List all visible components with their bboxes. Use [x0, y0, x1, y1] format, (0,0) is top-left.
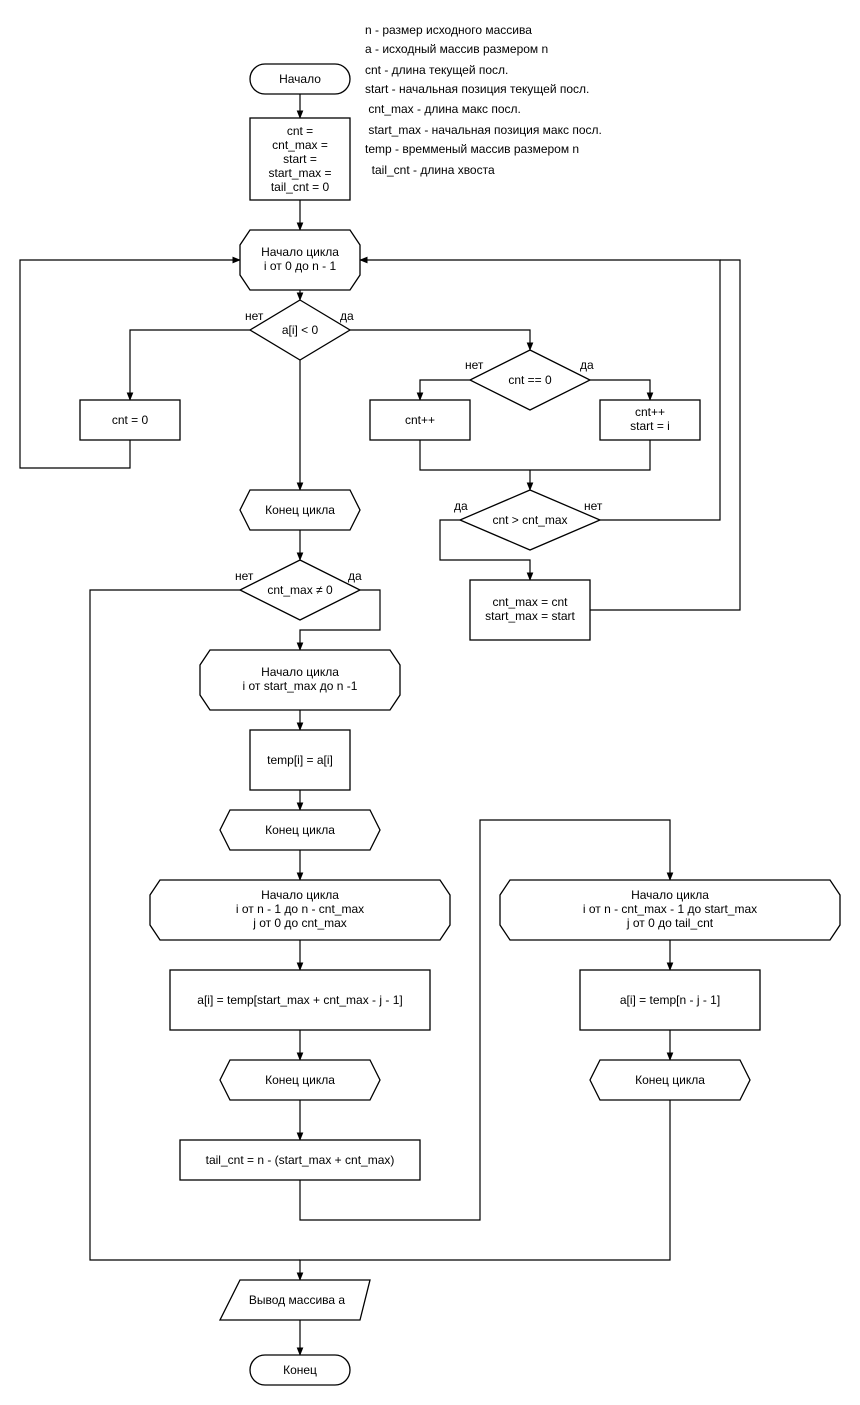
- node-text: Конец цикла: [635, 1073, 705, 1087]
- node-text: cnt > cnt_max: [492, 513, 567, 527]
- edge: [296, 1100, 671, 1281]
- copy-temp-process: temp[i] = a[i]: [249, 729, 351, 791]
- edge-label-yes: да: [580, 358, 594, 372]
- edge: [19, 256, 241, 469]
- node-text: Конец: [283, 1363, 317, 1377]
- node-text: Вывод массива a: [249, 1293, 345, 1307]
- connectors: [19, 94, 741, 1356]
- edge: [590, 379, 654, 401]
- node-text: Начало цикла: [261, 245, 339, 259]
- node-text: Начало цикла: [631, 888, 709, 902]
- node-text: Конец цикла: [265, 1073, 335, 1087]
- start-terminator: Начало: [249, 63, 351, 95]
- node-text: cnt_max = cnt: [492, 595, 568, 609]
- node-text: a[i] = temp[start_max + cnt_max - j - 1]: [197, 993, 402, 1007]
- node-text: start = i: [630, 419, 670, 433]
- init-process: cnt = cnt_max = start = start_max = tail…: [249, 117, 351, 201]
- decision-cnt-greater: cnt > cnt_max: [458, 489, 602, 551]
- node-text: cnt_max ≠ 0: [267, 583, 333, 597]
- legend: n - размер исходного массива a - исходны…: [365, 23, 602, 177]
- legend-item: a - исходный массив размером n: [365, 42, 548, 56]
- decision-negative: a[i] < 0: [248, 299, 352, 361]
- legend-item: start_max - начальная позиция макс посл.: [365, 123, 602, 137]
- node-text: start_max =: [268, 166, 331, 180]
- edge-label-yes: да: [348, 569, 362, 583]
- node-text: cnt == 0: [508, 373, 552, 387]
- edge-labels: нет да нет да да нет нет да: [235, 309, 603, 583]
- node-text: tail_cnt = 0: [271, 180, 330, 194]
- legend-item: n - размер исходного массива: [365, 23, 532, 37]
- node-text: temp[i] = a[i]: [267, 753, 333, 767]
- node-text: i от n - cnt_max - 1 до start_max: [583, 902, 757, 916]
- end-terminator: Конец: [249, 1354, 351, 1386]
- node-text: Конец цикла: [265, 823, 335, 837]
- edge: [299, 819, 674, 1221]
- cnt-reset-process: cnt = 0: [79, 399, 181, 441]
- nodes: Начало cnt = cnt_max = start = start_max…: [79, 63, 841, 1386]
- update-max-process: cnt_max = cnt start_max = start: [469, 579, 591, 641]
- node-text: a[i] = temp[n - j - 1]: [620, 993, 720, 1007]
- edge: [126, 329, 250, 401]
- loop4-begin: Начало цикла i от n - cnt_max - 1 до sta…: [499, 879, 841, 941]
- legend-item: tail_cnt - длина хвоста: [365, 163, 495, 177]
- loop2-begin: Начало цикла i от start_max до n -1: [199, 649, 401, 711]
- loop1-begin: Начало цикла i от 0 до n - 1: [239, 229, 361, 291]
- legend-item: start - начальная позиция текущей посл.: [365, 82, 589, 96]
- node-text: a[i] < 0: [282, 323, 319, 337]
- loop4-end: Конец цикла: [589, 1059, 751, 1101]
- output-parallelogram: Вывод массива a: [218, 1279, 371, 1321]
- loop1-end: Конец цикла: [239, 489, 361, 531]
- loop2-end: Конец цикла: [219, 809, 381, 851]
- node-text: start_max = start: [485, 609, 575, 623]
- loop3-begin: Начало цикла i от n - 1 до n - cnt_max j…: [149, 879, 451, 941]
- assign-reverse-process: a[i] = temp[start_max + cnt_max - j - 1]: [169, 969, 431, 1031]
- node-text: Начало: [279, 72, 321, 86]
- node-text: i от 0 до n - 1: [264, 259, 337, 273]
- edge: [416, 379, 470, 401]
- edge: [359, 256, 721, 521]
- legend-item: cnt_max - длина макс посл.: [365, 102, 521, 116]
- cnt-increment-start-process: cnt++ start = i: [599, 399, 701, 441]
- edge: [350, 329, 534, 351]
- edge-label-no: нет: [584, 499, 603, 513]
- edge: [89, 589, 300, 1261]
- loop3-end: Конец цикла: [219, 1059, 381, 1101]
- node-text: cnt++: [635, 405, 665, 419]
- edge: [296, 589, 381, 651]
- edge-label-no: нет: [235, 569, 254, 583]
- edge: [419, 440, 651, 471]
- node-text: cnt_max =: [272, 138, 328, 152]
- node-text: cnt =: [287, 124, 313, 138]
- edge-label-yes: да: [340, 309, 354, 323]
- node-text: tail_cnt = n - (start_max + cnt_max): [206, 1153, 395, 1167]
- node-text: i от start_max до n -1: [243, 679, 358, 693]
- edge-label-no: нет: [245, 309, 264, 323]
- node-text: start =: [283, 152, 317, 166]
- node-text: cnt++: [405, 413, 435, 427]
- node-text: i от n - 1 до n - cnt_max: [236, 902, 364, 916]
- tail-count-process: tail_cnt = n - (start_max + cnt_max): [179, 1139, 421, 1181]
- node-text: Начало цикла: [261, 665, 339, 679]
- edge-label-no: нет: [465, 358, 484, 372]
- node-text: j от 0 до tail_cnt: [626, 916, 714, 930]
- node-text: j от 0 до cnt_max: [252, 916, 347, 930]
- assign-tail-process: a[i] = temp[n - j - 1]: [579, 969, 761, 1031]
- decision-cnt-zero: cnt == 0: [468, 349, 592, 411]
- legend-item: cnt - длина текущей посл.: [365, 63, 508, 77]
- decision-max-nonzero: cnt_max ≠ 0: [238, 559, 362, 621]
- edge-label-yes: да: [454, 499, 468, 513]
- edge: [439, 519, 534, 581]
- node-text: Конец цикла: [265, 503, 335, 517]
- node-text: cnt = 0: [112, 413, 149, 427]
- edge: [590, 259, 741, 611]
- node-text: Начало цикла: [261, 888, 339, 902]
- cnt-increment-process: cnt++: [369, 399, 471, 441]
- legend-item: temp - времменый массив размером n: [365, 142, 579, 156]
